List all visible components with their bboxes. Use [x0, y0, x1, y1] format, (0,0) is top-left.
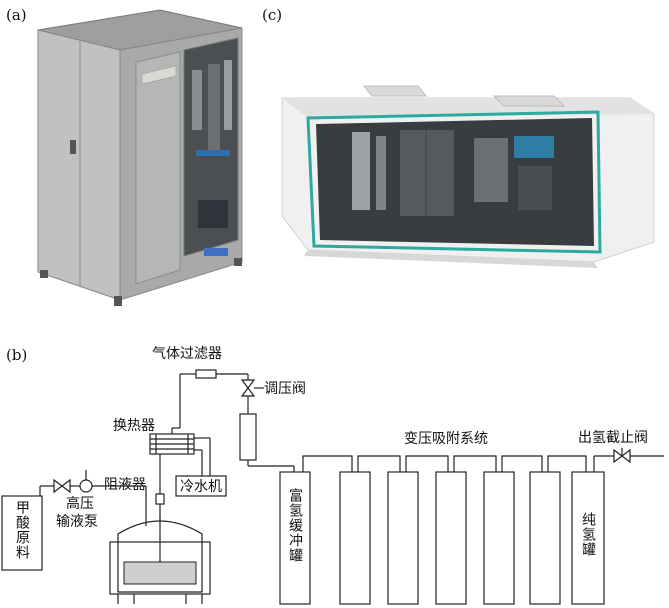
raw-material-tank: [1, 495, 43, 571]
psa-column-1: [339, 471, 371, 605]
pressure-valve-bottom: [240, 387, 256, 397]
pressure-valve-top: [240, 379, 256, 389]
gas-filter: [195, 369, 217, 379]
psa-column-2: [387, 471, 419, 605]
label-raw-material: 甲酸原料: [14, 500, 30, 560]
teal-trim: [306, 110, 602, 254]
top-vent-left: [362, 85, 428, 97]
feed-valve-left: [53, 478, 63, 494]
label-heat-exchanger: 换热器: [113, 417, 155, 434]
label-gas-filter: 气体过滤器: [152, 346, 222, 362]
outlet-valve-left: [613, 448, 623, 464]
panel-label-c: (c): [262, 6, 283, 24]
label-pump-1: 高压: [66, 495, 94, 512]
label-pressure-valve: 调压阀: [264, 381, 306, 397]
cabinet-photo: [37, 9, 243, 306]
cabinet-front: [37, 29, 121, 301]
enclosure-render: [281, 85, 655, 268]
reactor-liquid: [123, 561, 197, 585]
feed-valve-right: [61, 478, 71, 494]
psa-column-5: [529, 471, 561, 605]
reactor-jacket: [109, 541, 211, 595]
panel-label-b: (b): [6, 346, 28, 364]
chiller: [175, 475, 227, 497]
label-pump-2: 输液泵: [56, 514, 98, 530]
label-psa-system: 变压吸附系统: [404, 431, 488, 447]
process-schematic: 气体过滤器 调压阀 换热器 冷水机 阻液器 高压: [1, 346, 664, 605]
door-handle: [70, 140, 76, 154]
separator-column: [239, 413, 257, 461]
label-outlet-valve: 出氢截止阀: [578, 430, 648, 446]
pure-hydrogen-tank: [571, 471, 605, 605]
buffer-tank: [279, 471, 311, 605]
liquid-blocker: [155, 493, 165, 505]
top-vent-right: [492, 95, 566, 107]
label-pure-tank: 纯氢罐: [580, 512, 596, 557]
psa-column-4: [483, 471, 515, 605]
outlet-valve-right: [621, 448, 631, 464]
psa-column-3: [435, 471, 467, 605]
label-liquid-blocker: 阻液器: [104, 477, 146, 493]
panel-label-a: (a): [6, 6, 27, 24]
label-buffer-tank: 富氢缓冲罐: [287, 488, 303, 563]
label-chiller: 冷水机: [180, 479, 222, 495]
high-pressure-pump: [79, 479, 93, 493]
